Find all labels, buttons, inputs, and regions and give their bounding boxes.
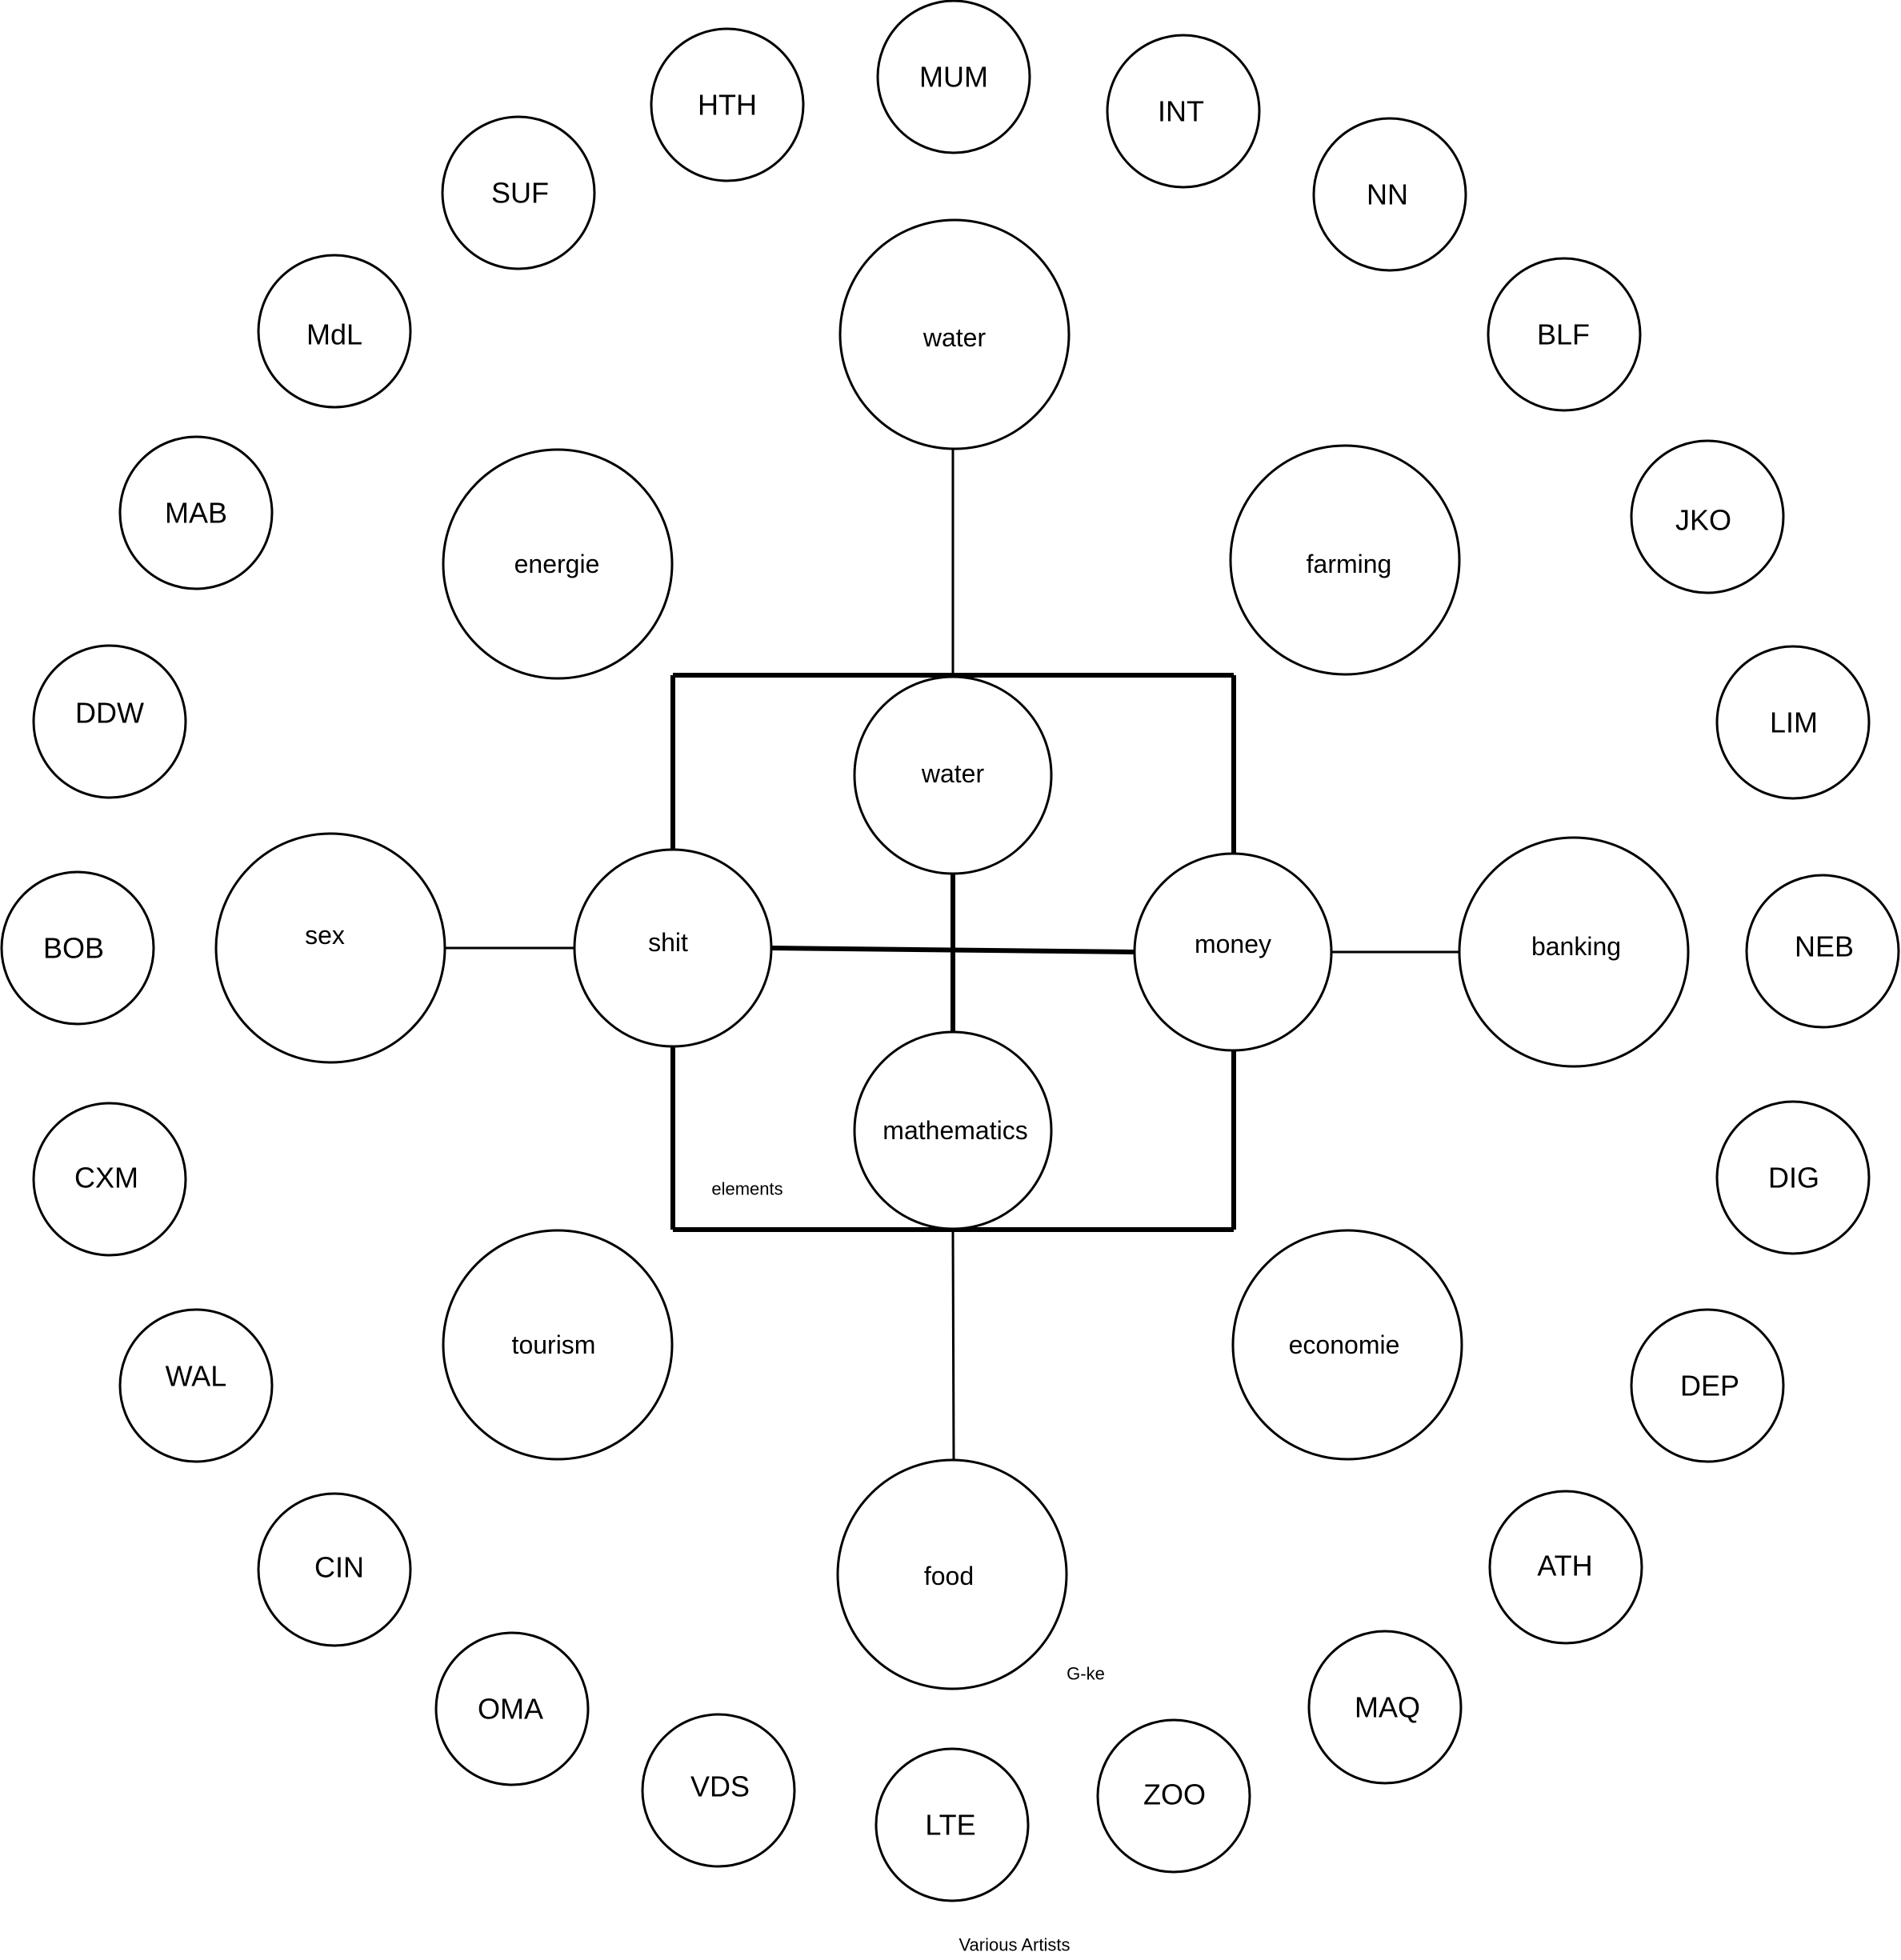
node-outer-4: JKO [1630, 439, 1785, 594]
node-core-money: money [1133, 852, 1333, 1052]
connector-shit-to-money [770, 946, 1135, 954]
node-core-shit: shit [573, 848, 773, 1048]
node-label: food [924, 1562, 974, 1590]
elements-label: elements [711, 1179, 782, 1199]
node-outer-0: MUM [876, 0, 1031, 154]
node-label: CXM [74, 1162, 138, 1194]
node-label: HTH [698, 89, 757, 122]
node-label: BOB [43, 932, 104, 965]
node-label: OMA [478, 1693, 543, 1726]
node-mid-economie: economie [1231, 1229, 1463, 1461]
node-label: BLF [1537, 318, 1590, 351]
node-outer-16: WAL [118, 1308, 274, 1463]
node-outer-9: ATH [1488, 1490, 1643, 1645]
node-outer-10: MAQ [1307, 1630, 1463, 1785]
node-label: JKO [1675, 504, 1731, 537]
node-mid-sex: sex [214, 832, 446, 1064]
node-mid-food: food [836, 1458, 1068, 1690]
node-label: VDS [690, 1770, 750, 1803]
node-outer-23: HTH [650, 27, 805, 182]
node-label: SUF [491, 177, 549, 210]
node-label: DIG [1768, 1162, 1819, 1194]
node-outer-2: NN [1312, 117, 1467, 272]
node-label: DDW [75, 697, 144, 730]
node-outer-21: MdL [257, 254, 412, 409]
node-label: CIN [314, 1551, 364, 1584]
node-outer-5: LIM [1715, 645, 1871, 800]
node-label: MdL [306, 318, 362, 351]
node-outer-7: DIG [1715, 1100, 1871, 1255]
node-label: WAL [166, 1360, 227, 1393]
node-outer-14: OMA [434, 1631, 590, 1786]
connector-mathematics-to-food [951, 1229, 955, 1461]
node-label: NEB [1795, 930, 1854, 963]
node-label: ATH [1537, 1550, 1592, 1582]
node-core-water: water [853, 675, 1053, 875]
signature-label: G-ke [1067, 1664, 1105, 1684]
node-mid-water: water [838, 218, 1071, 450]
node-label: sex [305, 921, 345, 950]
node-mid-tourism: tourism [442, 1229, 674, 1461]
node-mid-banking: banking [1458, 836, 1690, 1068]
node-label: mathematics [882, 1116, 1027, 1145]
node-label: money [1195, 930, 1271, 958]
node-label: tourism [512, 1330, 596, 1359]
node-outer-11: ZOO [1096, 1718, 1251, 1874]
node-label: shit [648, 928, 688, 957]
node-outer-22: SUF [441, 115, 596, 270]
node-label: NN [1367, 178, 1408, 211]
node-label: farming [1307, 550, 1392, 578]
node-label: water [922, 323, 987, 352]
node-label: ZOO [1143, 1778, 1206, 1811]
node-label: water [921, 759, 985, 788]
footer-label: Various Artists [959, 1935, 1071, 1955]
node-outer-19: DDW [32, 644, 187, 799]
node-label: DEP [1680, 1370, 1739, 1402]
node-label: LTE [925, 1809, 975, 1842]
node-outer-15: CIN [257, 1492, 412, 1647]
node-label: MAQ [1355, 1691, 1420, 1724]
node-label: MUM [919, 61, 988, 94]
node-label: LIM [1770, 706, 1818, 739]
node-mid-energie: energie [442, 448, 674, 680]
node-outer-3: BLF [1487, 257, 1642, 412]
node-outer-20: MAB [118, 435, 274, 590]
node-label: energie [514, 550, 600, 578]
node-outer-6: NEB [1745, 874, 1900, 1029]
connectors [445, 450, 1459, 1461]
node-outer-12: LTE [874, 1747, 1030, 1902]
node-outer-13: VDS [641, 1713, 796, 1868]
node-mid-farming: farming [1229, 444, 1461, 676]
node-outer-1: INT [1106, 34, 1261, 189]
node-outer-8: DEP [1630, 1308, 1785, 1463]
node-outer-17: CXM [32, 1102, 187, 1257]
node-label: INT [1158, 95, 1204, 128]
node-outer-18: BOB [0, 870, 155, 1026]
node-core-mathematics: mathematics [853, 1030, 1053, 1230]
node-label: MAB [165, 497, 227, 530]
node-label: banking [1531, 932, 1621, 961]
node-label: economie [1289, 1330, 1400, 1359]
